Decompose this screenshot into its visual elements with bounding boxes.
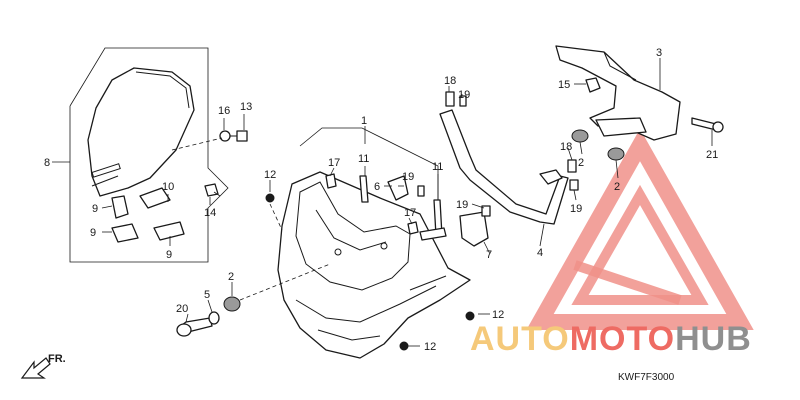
callout-5: 5 [204,289,210,301]
callout-18: 18 [560,141,572,153]
stay-bar [439,109,569,225]
screw-19c [481,205,491,217]
callout-2: 2 [614,181,620,193]
screw-19b [569,179,579,191]
callout-12: 12 [264,169,276,181]
callout-14: 14 [204,207,216,219]
callout-2: 2 [228,271,234,283]
clip-11a [359,175,369,203]
leader-lines [52,58,713,347]
nut-15 [585,77,601,93]
callout-16: 16 [218,105,230,117]
callout-20: 20 [176,303,188,315]
bolt-13 [236,130,248,142]
mount-bolt-set [176,263,331,337]
callout-9: 9 [90,227,96,239]
callout-4: 4 [537,247,543,259]
screw-18a [445,91,455,107]
screw-12c [399,341,409,351]
callout-10: 10 [162,181,174,193]
callout-19: 19 [458,89,470,101]
callout-12: 12 [424,341,436,353]
well-nut-14 [204,183,219,197]
callout-18: 18 [444,75,456,87]
rubber-pad-9b [111,223,139,243]
front-label: FR. [48,353,66,365]
grommet-2c [223,296,241,312]
washer-16 [219,130,231,142]
callout-11: 11 [432,161,443,173]
screw-19a [459,95,467,107]
mounting-stay [223,45,724,312]
callout-17: 17 [328,157,340,169]
callout-7: 7 [486,249,492,261]
callout-19: 19 [570,203,582,215]
callout-13: 13 [240,101,252,113]
callout-11: 11 [358,153,369,165]
callout-21: 21 [706,149,718,161]
callout-15: 15 [558,79,570,91]
callout-9: 9 [166,249,172,261]
bracket-7 [459,211,489,247]
callout-19: 19 [402,171,414,183]
screw-18b [567,159,577,173]
bracket-6 [387,175,409,201]
front-arrow-icon [20,357,51,379]
watermark-triangle-outer [526,128,754,330]
rubber-pad-9a [111,195,129,219]
clip-17b [407,221,419,235]
callout-1: 1 [361,115,367,127]
callout-17: 17 [404,207,416,219]
callout-3: 3 [656,47,662,59]
diagram-code: KWF7F3000 [618,372,675,383]
watermark-moto: MOTO [570,320,675,358]
grommet-2b [607,147,625,161]
watermark-triangle-inner [571,184,709,305]
front-direction: FR. [20,353,66,379]
screw-12a [265,193,275,203]
callout-6: 6 [374,181,380,193]
callout-9: 9 [92,203,98,215]
callout-19: 19 [456,199,468,211]
callouts: 8 9 9 9 10 16 13 14 1 11 11 17 17 6 19 1… [44,47,718,353]
watermark-logo [526,128,754,330]
watermark-hub: HUB [675,320,752,358]
windscreen-group [69,47,248,263]
watermark-auto: AUTO [470,320,570,358]
callout-2: 2 [578,157,584,169]
screw-12b [465,311,475,321]
watermark-text: AUTOMOTOHUB [470,320,752,358]
callout-8: 8 [44,157,50,169]
windscreen-box [69,47,229,263]
grommet-2a [571,129,589,143]
screw-19d [417,185,425,197]
callout-12: 12 [492,309,504,321]
bolt-21 [691,117,717,131]
washer-5 [208,311,220,325]
front-cowl [265,127,475,359]
windscreen [87,67,195,197]
rubber-pad-10 [139,187,171,209]
rubber-pad-9c [153,221,185,241]
cowl-body [277,171,471,359]
clip-17a [325,173,337,189]
